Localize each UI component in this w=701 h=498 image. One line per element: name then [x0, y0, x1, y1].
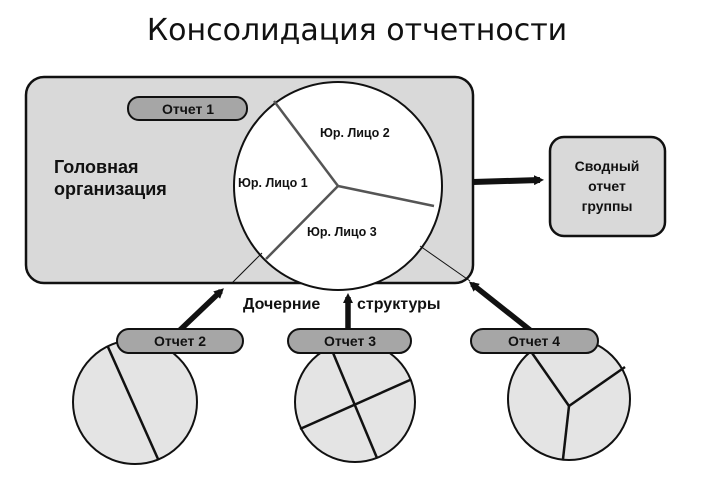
report-2-tag [116, 328, 244, 354]
subsidiary-circle-3 [294, 341, 416, 463]
arrow-report-4 [468, 281, 532, 333]
report-2-label: Отчет 2 [154, 333, 206, 349]
subsidiary-divider [530, 352, 571, 407]
subsidiary-divider [299, 378, 411, 431]
pie-divider [273, 100, 339, 187]
head-org-label-line2: организация [54, 179, 167, 199]
diagram-title: Консолидация отчетности [147, 13, 567, 48]
arrow-to-summary [472, 175, 544, 186]
legal-entity-1-label: Юр. Лицо 1 [238, 176, 308, 190]
connector-line [231, 252, 263, 284]
subsidiary-circle-4 [507, 337, 631, 461]
legal-entity-3-label: Юр. Лицо 3 [307, 225, 377, 239]
summary-line3: группы [582, 198, 633, 214]
report-3-label: Отчет 3 [324, 333, 376, 349]
connector-line [419, 245, 471, 282]
summary-line1: Сводный [575, 158, 640, 174]
report-4-label: Отчет 4 [508, 333, 560, 349]
summary-line2: отчет [588, 178, 626, 194]
subsidiary-divider [561, 405, 571, 460]
report-3-tag [287, 328, 412, 354]
subsidiary-divider [106, 346, 160, 460]
subsidiaries-label-part1: Дочерние [243, 296, 320, 313]
report-1-tag [127, 96, 248, 121]
subsidiary-divider [568, 365, 626, 408]
subsidiary-circle-2 [72, 339, 198, 465]
summary-report-box [548, 135, 667, 238]
pie-divider [265, 185, 339, 260]
arrow-report-2 [178, 288, 224, 332]
pie-divider [337, 184, 435, 208]
head-org-label-line1: Головная [54, 157, 139, 177]
report-1-label: Отчет 1 [162, 101, 214, 117]
legal-entity-2-label: Юр. Лицо 2 [320, 126, 390, 140]
subsidiaries-label-part2: структуры [357, 296, 441, 313]
report-4-tag [470, 328, 599, 354]
subsidiary-divider [329, 347, 379, 459]
